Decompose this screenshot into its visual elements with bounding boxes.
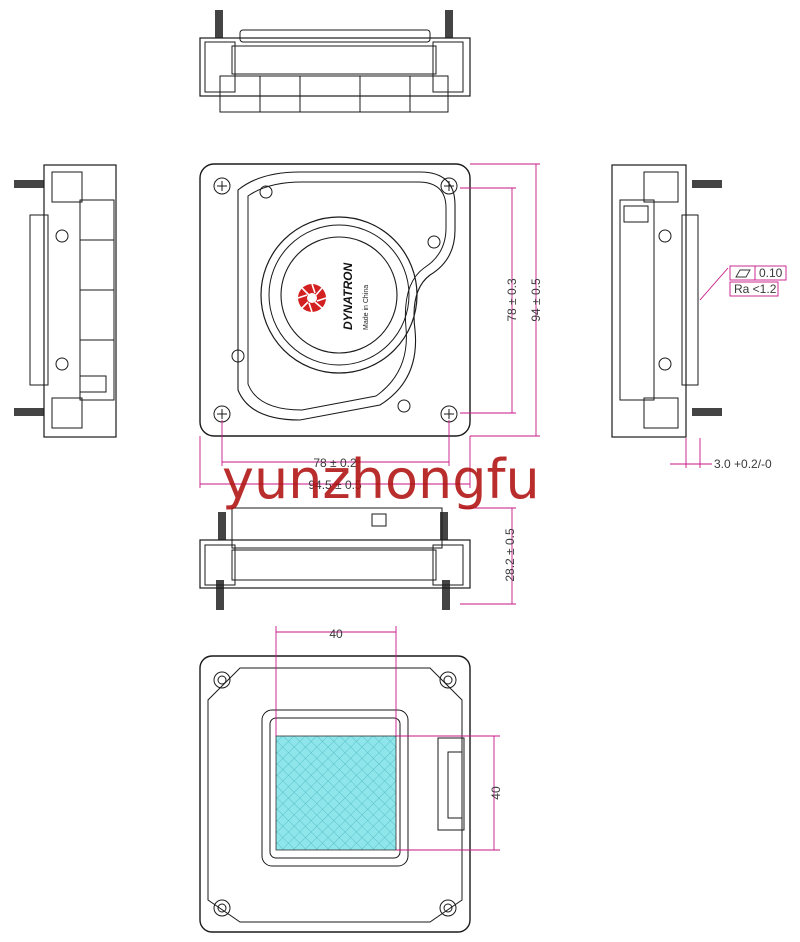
fan-outer-ring <box>260 216 418 374</box>
flatness-value: 0.10 <box>759 266 783 280</box>
flatness-icon <box>735 269 751 278</box>
dim-front-outer: 94.5 ± 0.5 <box>308 478 362 492</box>
dim-contact-width: 40 <box>329 627 343 641</box>
dim-side-thickness: 3.0 +0.2/-0 <box>714 457 772 471</box>
fan-shroud <box>237 171 456 421</box>
fan-hub <box>280 236 398 354</box>
made-in-label: Made in China <box>363 285 370 330</box>
top-plan-view: DYNATRON Made in China 78 ± 0.3 94 ± 0.5… <box>199 163 543 492</box>
brand-logo-text: DYNATRON <box>341 263 355 330</box>
watermark-text: yunzhongfu <box>222 448 540 511</box>
top-screw-right <box>445 10 453 38</box>
left-screw-bottom <box>14 408 44 416</box>
cooler-base-plate <box>199 163 471 437</box>
roughness-value: Ra <1.2 <box>734 282 777 296</box>
mounting-screw-icons <box>213 177 458 423</box>
front-view: 28.2 ± 0.5 <box>199 507 517 610</box>
front-screw-left <box>216 580 224 610</box>
top-side-view <box>199 10 471 113</box>
right-screw-bottom <box>692 408 722 416</box>
dim-contact-height: 40 <box>489 786 503 800</box>
right-screw-top <box>692 180 722 188</box>
dim-top-outer: 94 ± 0.5 <box>529 278 543 322</box>
bottom-view: 40 40 <box>199 626 503 933</box>
left-side-view <box>14 164 117 438</box>
thermal-contact-area <box>275 735 397 851</box>
right-side-view: 3.0 +0.2/-0 0.10 Ra <1.2 <box>611 164 787 471</box>
front-screw-right <box>442 580 450 610</box>
top-screw-left <box>215 10 223 38</box>
dim-top-inner: 78 ± 0.3 <box>505 278 519 322</box>
bottom-base-plate <box>199 655 471 933</box>
tolerance-box: 0.10 Ra <1.2 <box>729 265 787 297</box>
bottom-screw-icons <box>213 671 457 917</box>
dim-front-inner: 78 ± 0.2 <box>313 456 357 470</box>
dim-height: 28.2 ± 0.5 <box>503 528 517 582</box>
left-screw-top <box>14 180 44 188</box>
dynatron-logo-icon <box>297 283 327 313</box>
